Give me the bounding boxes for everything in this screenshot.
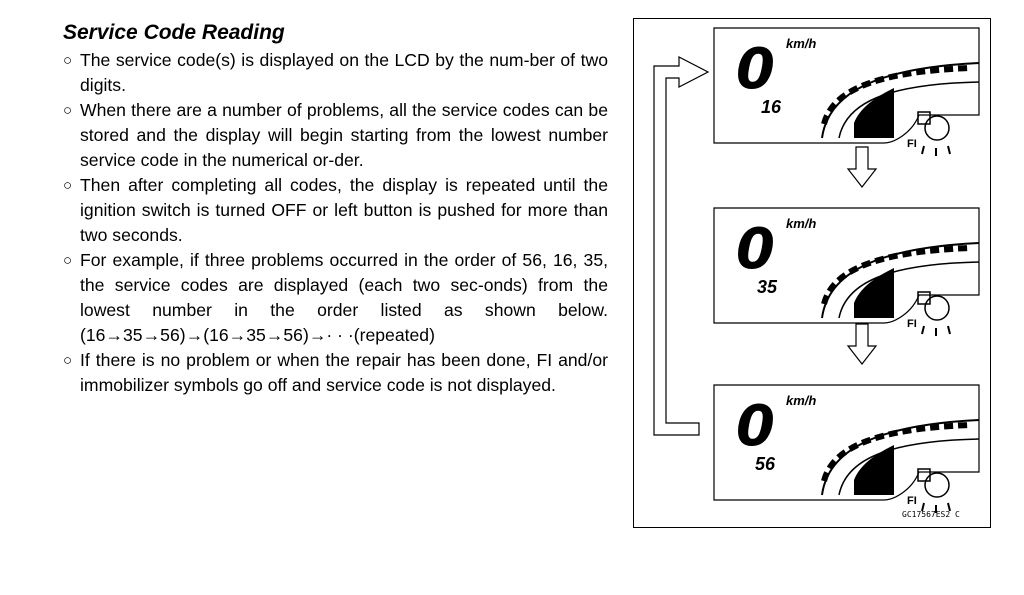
speed-value: 0: [736, 394, 775, 459]
service-code-value: 35: [757, 277, 778, 297]
fi-indicator: FI: [907, 138, 917, 150]
lcd-display-2: 0 km/h 35 FI: [714, 208, 979, 336]
service-code-value: 56: [755, 454, 776, 474]
bullet-circle-icon: ○: [63, 352, 73, 369]
instruction-text: Then after completing all codes, the dis…: [80, 175, 608, 245]
fi-indicator: FI: [907, 318, 917, 330]
bullet-circle-icon: ○: [63, 52, 73, 69]
repeat-loop-arrow: [653, 56, 710, 436]
speed-unit-label: km/h: [786, 393, 816, 408]
bullet-circle-icon: ○: [63, 252, 73, 269]
bullet-circle-icon: ○: [63, 102, 73, 119]
instruction-text: For example, if three problems occurred …: [80, 250, 608, 345]
instruction-text: The service code(s) is displayed on the …: [80, 50, 608, 95]
figure-canvas: 0 km/h 16 FI 0 km/h 35 FI 0 km/h 56 FI G…: [653, 19, 992, 519]
service-code-value: 16: [761, 97, 782, 117]
instruction-text: When there are a number of problems, all…: [80, 100, 608, 170]
lcd-display-3: 0 km/h 56 FI: [714, 385, 979, 513]
section-title: Service Code Reading: [63, 21, 285, 44]
bullet-circle-icon: ○: [63, 177, 73, 194]
fi-indicator: FI: [907, 495, 917, 507]
speed-unit-label: km/h: [786, 36, 816, 51]
instruction-item: ○ For example, if three problems occurred…: [63, 248, 608, 348]
service-code-section: Service Code Reading ○ The service code(s…: [63, 20, 608, 398]
speed-unit-label: km/h: [786, 216, 816, 231]
arrow-down-icon: [847, 323, 877, 365]
service-code-figure: 0 km/h 16 FI 0 km/h 35 FI 0 km/h 56 FI G…: [633, 18, 991, 528]
figure-id-label: GC17567ES2 C: [902, 510, 960, 519]
instruction-item: ○ When there are a number of problems, al…: [63, 98, 608, 173]
instruction-item: ○ The service code(s) is displayed on the…: [63, 48, 608, 98]
instruction-item: ○ Then after completing all codes, the di…: [63, 173, 608, 248]
speed-value: 0: [736, 37, 775, 102]
instruction-text: If there is no problem or when the repai…: [80, 350, 608, 395]
speed-value: 0: [736, 217, 775, 282]
arrow-down-icon: [847, 146, 877, 188]
instruction-item: ○ If there is no problem or when the repa…: [63, 348, 608, 398]
lcd-display-1: 0 km/h 16 FI: [714, 28, 979, 156]
instruction-list: ○ The service code(s) is displayed on the…: [63, 48, 608, 398]
